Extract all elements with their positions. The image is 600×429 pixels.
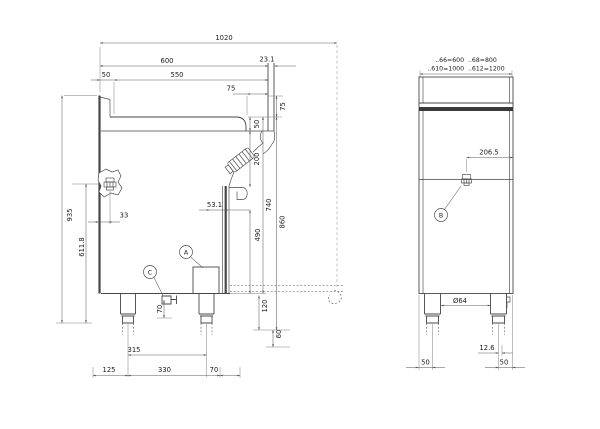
dim-935: 935 <box>66 209 74 222</box>
dim-leg-dia: Ø64 <box>453 297 467 305</box>
flue-duct <box>267 63 275 131</box>
dim-12-6: 12.6 <box>479 344 494 352</box>
gas-valve-cap <box>224 164 234 175</box>
front-leg-left-body <box>424 293 441 317</box>
dim-50-v: 50 <box>253 120 261 129</box>
b-fitting-top <box>462 174 471 180</box>
phantom-connection-hook <box>328 289 342 304</box>
front-view-dimensions: ..66=600 ..68=800 ..610=1000 ..612=1200 … <box>406 57 525 369</box>
model-widths-line1: ..66=600 ..68=800 <box>435 57 497 64</box>
front-leg-left <box>424 293 441 370</box>
callout-a-label: A <box>184 250 189 257</box>
dim-70-valve: 70 <box>156 305 164 314</box>
gas-valve <box>224 147 255 175</box>
dim-75-top: 75 <box>227 85 236 93</box>
side-view-v-dimensions: 935 611.8 75 50 200 490 740 860 120 60 <box>56 95 290 348</box>
dim-315: 315 <box>128 346 141 354</box>
leg-front <box>198 293 215 377</box>
dim-33: 33 <box>120 212 129 220</box>
break-lines <box>228 130 275 187</box>
callout-c-leader <box>153 277 164 296</box>
back-inlet-fitting <box>103 177 117 191</box>
inlet-base <box>106 186 114 191</box>
component-a-box <box>192 266 220 294</box>
front-body-edge-ext-lines <box>418 295 513 370</box>
component-c-valve <box>161 295 177 305</box>
dim-23-1: 23.1 <box>259 56 274 64</box>
leg-rear-foot <box>122 316 134 324</box>
b-fitting-threads <box>463 179 470 183</box>
worktop-top-edge <box>110 116 247 131</box>
front-body-outline <box>418 76 514 294</box>
dim-206-5: 206.5 <box>479 149 498 157</box>
dim-330: 330 <box>158 366 171 374</box>
dim-50: 50 <box>102 71 111 79</box>
dim-120: 120 <box>261 300 269 313</box>
callout-c-label: C <box>148 270 153 277</box>
front-view-structure: B <box>418 76 514 370</box>
component-b-fitting <box>461 174 472 186</box>
dim-200: 200 <box>253 153 261 166</box>
callout-b-label: B <box>439 213 443 220</box>
door-panel-lines <box>222 186 230 294</box>
dim-740: 740 <box>265 199 273 212</box>
backsplash <box>98 96 111 117</box>
dim-70-bottom: 70 <box>210 366 219 374</box>
front-body-inner-lines <box>422 111 510 294</box>
front-leg-right <box>490 293 511 370</box>
dim-50-left: 50 <box>421 359 430 367</box>
front-leg-left-foot-ext <box>426 323 439 335</box>
front-leg-right-notch <box>506 293 511 308</box>
leg-rear <box>120 293 136 377</box>
front-leg-right-foot-ext <box>492 323 505 335</box>
callout-b-circle <box>434 208 448 222</box>
side-view: A C 1020 600 23.1 50 550 75 <box>56 34 344 378</box>
leg-rear-foot-extension <box>122 323 134 335</box>
dim-75-v-ext <box>248 95 283 118</box>
inlet-threads <box>106 182 114 187</box>
dim-50-right: 50 <box>500 359 509 367</box>
front-leg-right-body <box>490 293 507 317</box>
leg-front-foot-extension <box>200 323 213 335</box>
leg-front-foot <box>200 316 213 324</box>
dim-490: 490 <box>254 229 262 242</box>
dim-550: 550 <box>171 71 184 79</box>
leg-rear-body <box>120 293 136 317</box>
dim-right-ext-lines <box>230 293 290 348</box>
front-leg-right-foot <box>492 316 505 324</box>
gas-valve-hatch <box>229 148 253 172</box>
b-fitting-base <box>463 182 470 186</box>
dim-611-8: 611.8 <box>78 237 86 256</box>
door-bracket <box>229 187 248 200</box>
front-leg-left-foot <box>426 316 439 324</box>
dim-1020: 1020 <box>215 34 232 42</box>
side-view-structure <box>97 45 344 377</box>
side-view-callouts: A C <box>143 245 204 296</box>
model-widths-line2: ..610=1000 ..612=1200 <box>427 66 504 73</box>
callout-c-circle <box>143 265 157 279</box>
dim-53-1: 53.1 <box>207 201 222 209</box>
dim-860: 860 <box>279 216 287 229</box>
callout-a-leader <box>190 256 204 269</box>
front-view: B ..66=600 ..68=800 ..610=1000 ..612=120… <box>406 57 525 370</box>
leg-front-body <box>198 293 215 317</box>
side-view-h-dimensions: 1020 600 23.1 50 550 75 33 53.1 <box>88 34 338 378</box>
front-top-inner-lines <box>422 77 510 103</box>
dim-60: 60 <box>275 330 283 339</box>
callout-a-circle <box>179 245 193 259</box>
worktop-edge-band <box>419 107 513 111</box>
callout-b-leader <box>444 185 462 210</box>
dim-75-v: 75 <box>279 102 287 111</box>
dim-bottom-ext-lines <box>92 367 241 378</box>
dim-600: 600 <box>161 57 174 65</box>
dim-width-ticks <box>419 70 513 77</box>
dim-125: 125 <box>103 366 116 374</box>
phantom-connection-lines <box>230 285 344 292</box>
